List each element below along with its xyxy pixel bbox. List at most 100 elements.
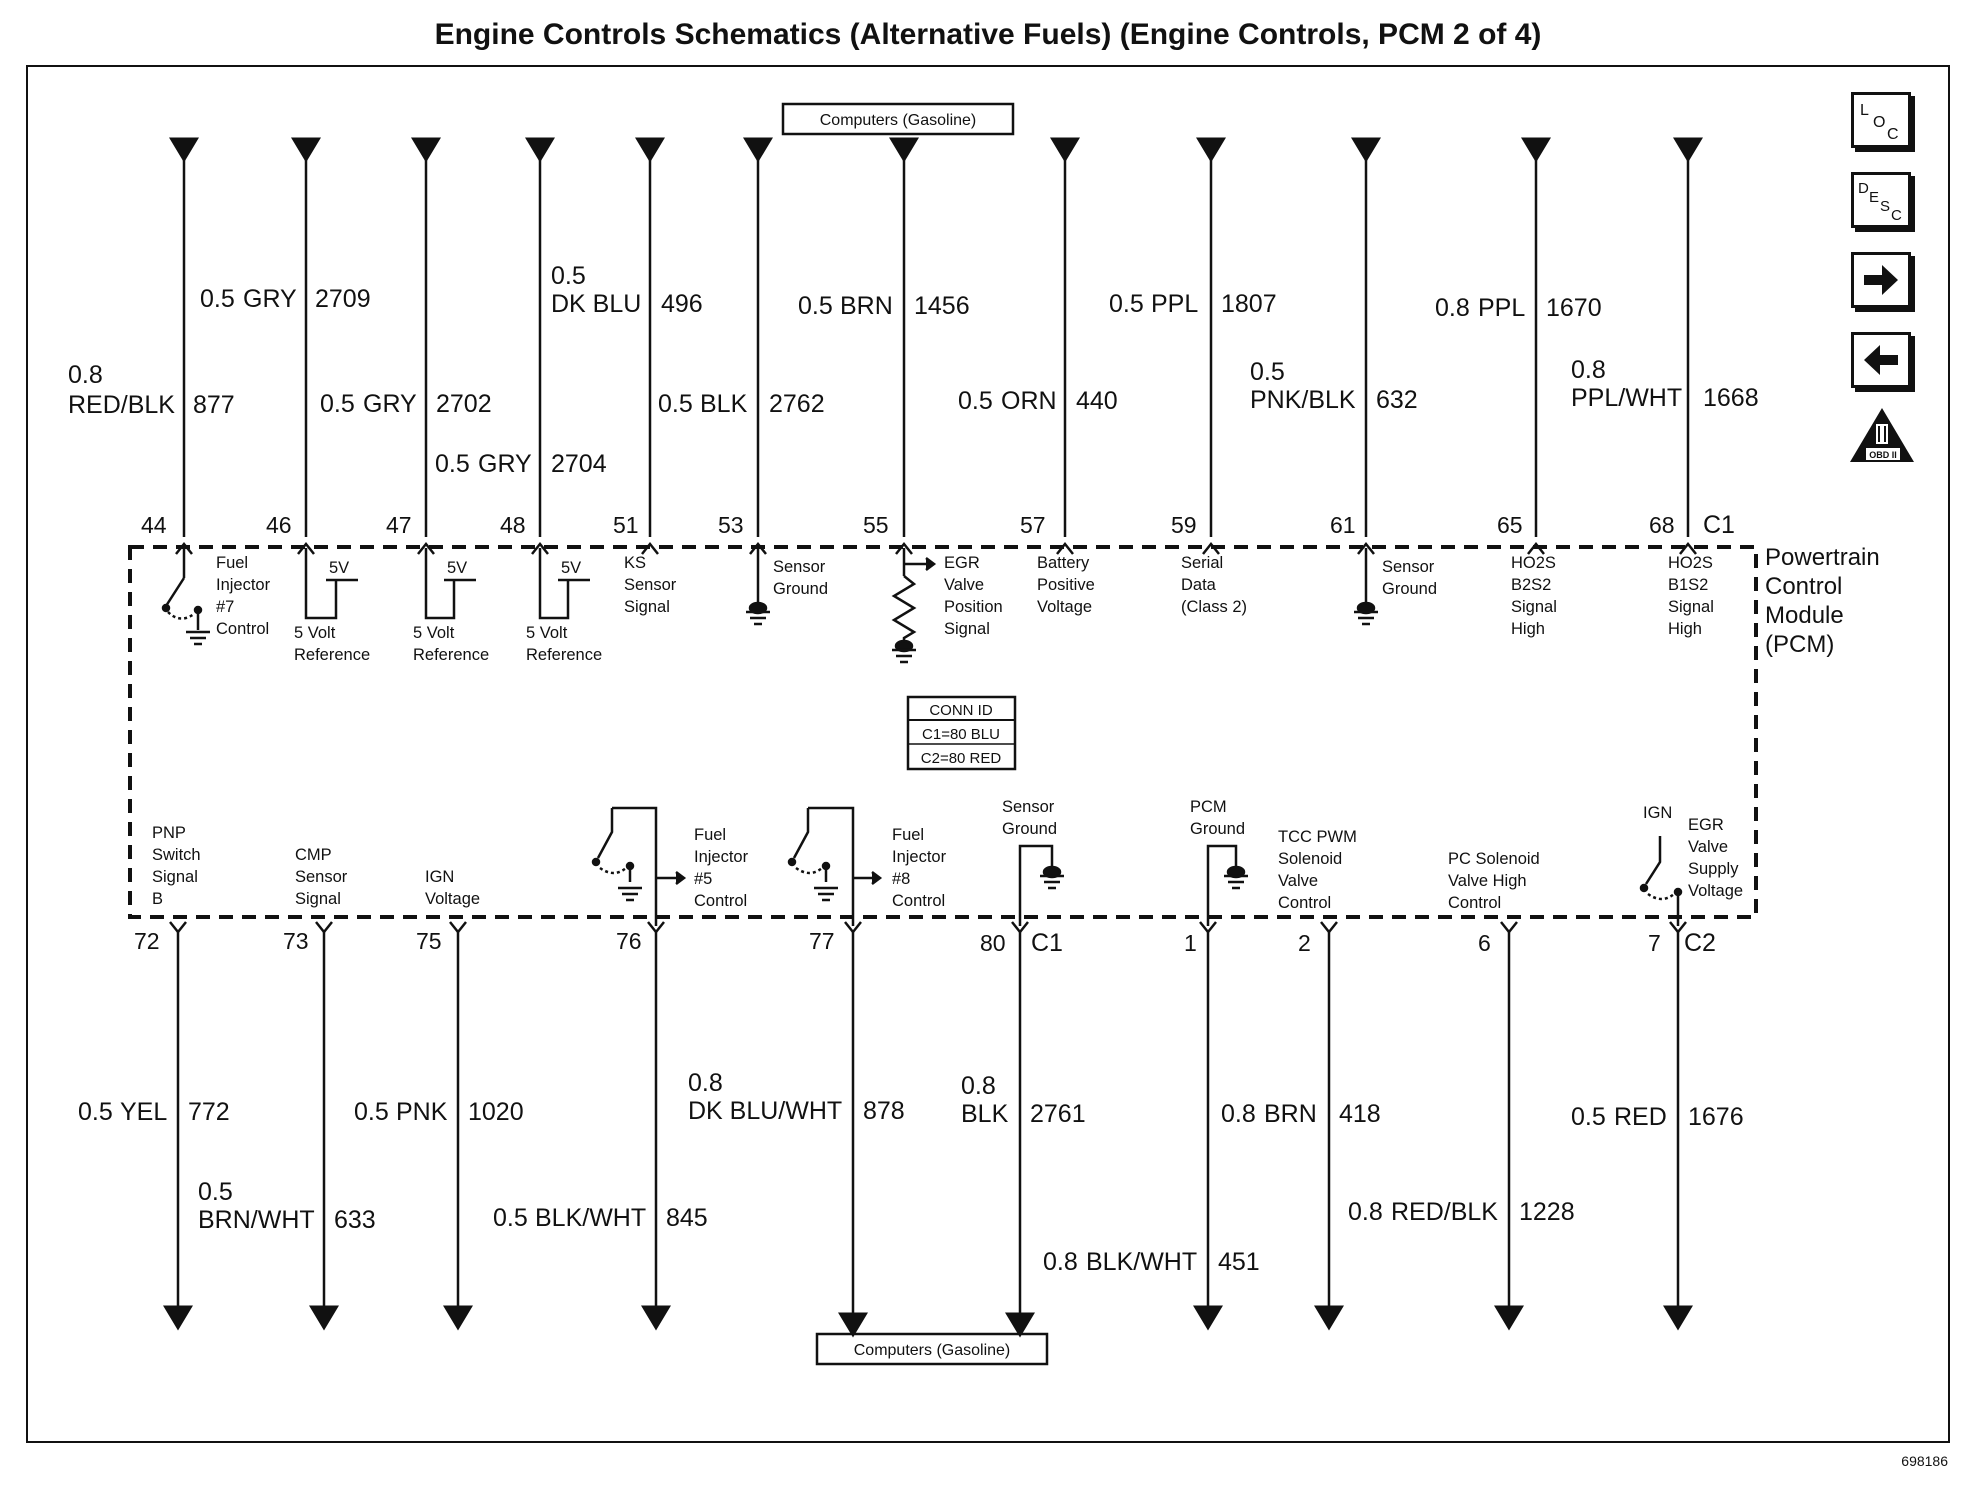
connector-label-top: C1 <box>1703 511 1735 539</box>
svg-text:80: 80 <box>980 930 1006 956</box>
svg-text:Positive: Positive <box>1037 576 1095 594</box>
svg-text:0.8: 0.8 <box>1043 1248 1078 1276</box>
wire-pin-2: 2 0.8 BRN 418 <box>1221 930 1381 1331</box>
desc-icon-glyph: D E S C <box>1858 180 1902 224</box>
svg-text:Computers (Gasoline): Computers (Gasoline) <box>854 1342 1011 1359</box>
svg-text:High: High <box>1511 620 1545 638</box>
svg-text:0.8: 0.8 <box>1348 1198 1383 1226</box>
svg-text:878: 878 <box>863 1097 905 1125</box>
wire-pin-61: 0.5 PNK/BLK 632 61 <box>1250 137 1418 538</box>
svg-text:5V: 5V <box>561 559 581 577</box>
svg-text:PNK: PNK <box>396 1098 448 1126</box>
svg-text:632: 632 <box>1376 386 1418 414</box>
svg-text:1807: 1807 <box>1221 290 1277 318</box>
svg-text:0.8: 0.8 <box>1221 1100 1256 1128</box>
svg-text:65: 65 <box>1497 512 1523 538</box>
svg-text:Signal: Signal <box>944 620 990 638</box>
svg-text:0.8: 0.8 <box>961 1072 996 1100</box>
svg-text:68: 68 <box>1649 512 1675 538</box>
svg-text:0.5: 0.5 <box>958 387 993 415</box>
svg-text:772: 772 <box>188 1098 230 1126</box>
svg-text:DK BLU/WHT: DK BLU/WHT <box>688 1097 842 1125</box>
svg-text:0.5: 0.5 <box>1571 1103 1606 1131</box>
svg-text:5 Volt: 5 Volt <box>413 624 455 642</box>
wire-pin-7: 7 0.5 RED 1676 <box>1571 930 1744 1331</box>
wire-pin-57: 0.5 ORN 440 57 <box>958 137 1118 538</box>
svg-text:Data: Data <box>1181 576 1217 594</box>
wire-pin-44: 0.8 RED/BLK 877 44 <box>68 137 235 538</box>
svg-text:PC Solenoid: PC Solenoid <box>1448 850 1540 868</box>
svg-text:633: 633 <box>334 1206 376 1234</box>
svg-text:OBD II: OBD II <box>1869 450 1897 460</box>
obd-ii-icon[interactable]: OBD II <box>1848 406 1916 466</box>
svg-text:Signal: Signal <box>624 598 670 616</box>
wire-pin-65: 0.8 PPL 1670 65 <box>1435 137 1602 538</box>
svg-text:B1S2: B1S2 <box>1668 576 1708 594</box>
svg-text:C2=80 RED: C2=80 RED <box>921 750 1002 767</box>
svg-text:77: 77 <box>809 928 835 954</box>
svg-text:YEL: YEL <box>120 1098 167 1126</box>
bottom-pin-terminals <box>169 921 1687 935</box>
next-arrow-icon[interactable] <box>1851 252 1911 308</box>
loc-icon-glyph: L O C <box>1860 102 1899 143</box>
svg-text:Reference: Reference <box>294 646 370 664</box>
svg-text:2704: 2704 <box>551 450 607 478</box>
svg-text:Ground: Ground <box>1382 580 1437 598</box>
svg-text:47: 47 <box>386 512 412 538</box>
svg-text:RED/BLK: RED/BLK <box>68 391 175 419</box>
svg-text:B: B <box>152 890 163 908</box>
svg-text:2762: 2762 <box>769 390 825 418</box>
desc-icon[interactable]: D E S C <box>1851 172 1911 228</box>
svg-text:Reference: Reference <box>413 646 489 664</box>
svg-text:44: 44 <box>141 512 167 538</box>
svg-text:PPL/WHT: PPL/WHT <box>1571 384 1682 412</box>
bottom-internal-circuits <box>591 806 1683 926</box>
svg-text:57: 57 <box>1020 512 1046 538</box>
bottom-wires: 72 0.5 YEL 772 73 0.5 BRN/WHT 633 75 0.5… <box>78 928 1744 1338</box>
svg-text:Fuel: Fuel <box>694 826 726 844</box>
svg-text:BRN/WHT: BRN/WHT <box>198 1206 315 1234</box>
svg-text:Injector: Injector <box>694 848 749 866</box>
svg-text:Ground: Ground <box>773 580 828 598</box>
svg-text:1668: 1668 <box>1703 384 1759 412</box>
svg-text:Fuel: Fuel <box>216 554 248 572</box>
svg-text:Control: Control <box>1448 894 1501 912</box>
left-arrow-glyph <box>1864 345 1898 375</box>
svg-text:0.5: 0.5 <box>493 1204 528 1232</box>
svg-text:Valve: Valve <box>1278 872 1318 890</box>
wire-pin-46: 0.5 GRY 2709 46 <box>200 137 371 538</box>
svg-text:0.8: 0.8 <box>68 361 103 389</box>
svg-text:5V: 5V <box>447 559 467 577</box>
svg-text:(PCM): (PCM) <box>1765 631 1834 658</box>
svg-text:RED: RED <box>1614 1103 1667 1131</box>
svg-text:Sensor: Sensor <box>295 868 348 886</box>
svg-text:GRY: GRY <box>363 390 417 418</box>
svg-text:76: 76 <box>616 928 642 954</box>
figure-number: 698186 <box>1901 1453 1948 1469</box>
svg-text:51: 51 <box>613 512 639 538</box>
pcm-module-name: Powertrain Control Module (PCM) <box>1765 544 1880 658</box>
pcm-module-outline <box>128 545 1758 919</box>
wire-pin-68: 0.8 PPL/WHT 1668 68 <box>1571 137 1759 538</box>
svg-text:Valve High: Valve High <box>1448 872 1527 890</box>
svg-text:S: S <box>1880 198 1890 215</box>
wire-pin-76: 76 0.5 BLK/WHT 845 <box>493 928 708 1331</box>
svg-text:Powertrain: Powertrain <box>1765 544 1880 571</box>
svg-text:Signal: Signal <box>152 868 198 886</box>
svg-text:0.5: 0.5 <box>658 390 693 418</box>
wire-pin-1: 1 0.8 BLK/WHT 451 <box>1043 930 1260 1331</box>
svg-text:Control: Control <box>892 892 945 910</box>
svg-text:Signal: Signal <box>295 890 341 908</box>
prev-arrow-icon[interactable] <box>1851 332 1911 388</box>
svg-text:IGN: IGN <box>1643 804 1672 822</box>
svg-text:#5: #5 <box>694 870 712 888</box>
wire-pin-75: 75 0.5 PNK 1020 <box>354 928 524 1331</box>
svg-text:1020: 1020 <box>468 1098 524 1126</box>
loc-icon[interactable]: L O C <box>1851 92 1911 148</box>
top-pin-terminals <box>175 541 1697 555</box>
svg-text:IGN: IGN <box>425 868 454 886</box>
svg-text:O: O <box>1873 114 1885 131</box>
svg-text:877: 877 <box>193 391 235 419</box>
svg-text:Injector: Injector <box>892 848 947 866</box>
